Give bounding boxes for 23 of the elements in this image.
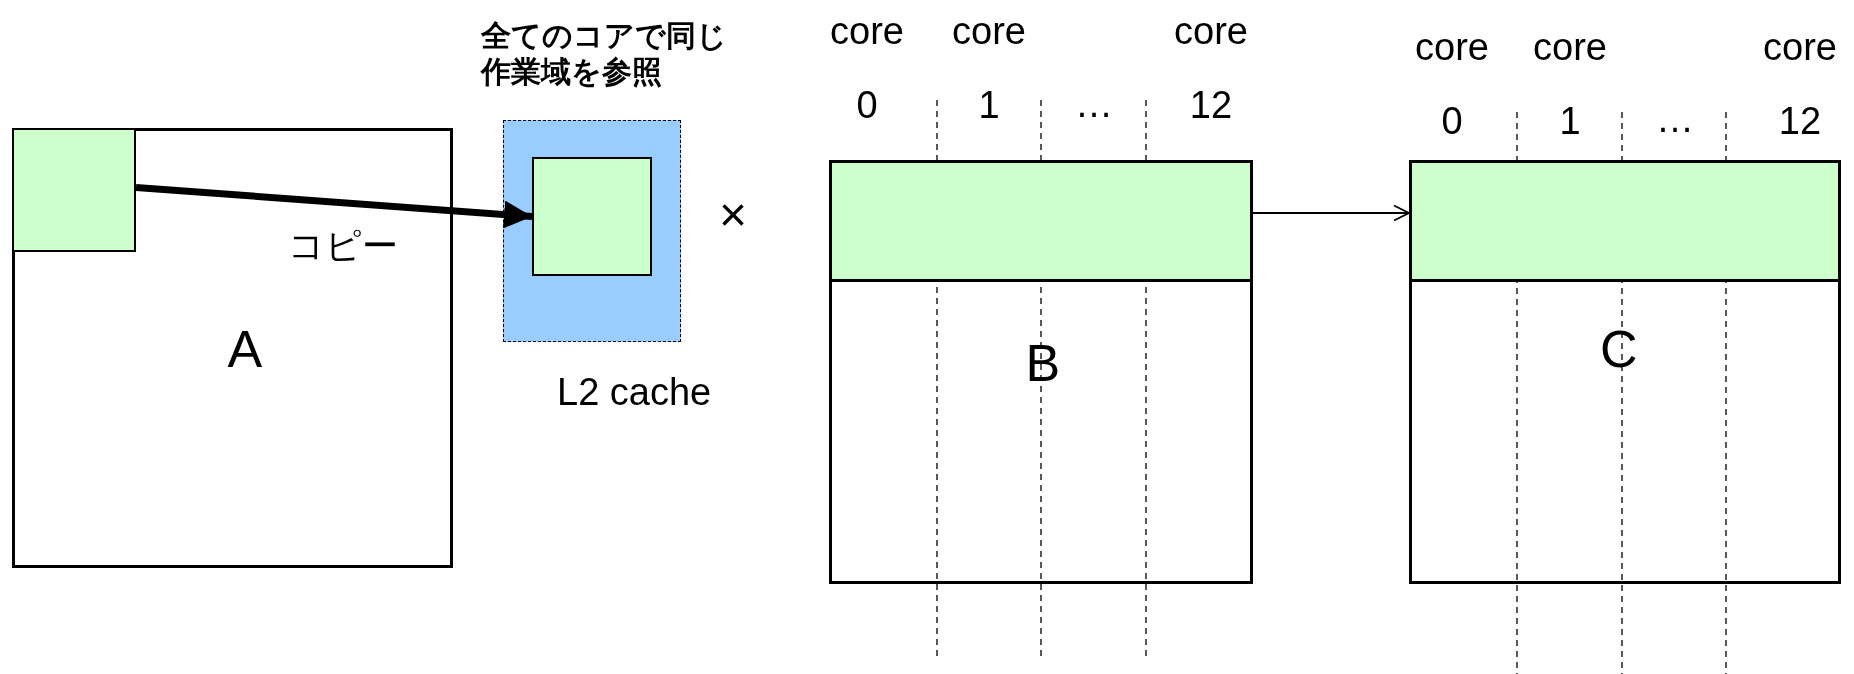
matrix-box	[1409, 160, 1841, 584]
caption-text: L2 cache	[557, 370, 712, 415]
core-label: core 12	[1173, 9, 1249, 128]
matrix-box	[12, 128, 453, 568]
core-label: core 1	[951, 9, 1027, 128]
arrow	[135, 184, 533, 229]
submatrix-block	[12, 128, 136, 252]
matrix-box	[829, 160, 1253, 584]
matrix-letter: A	[227, 319, 263, 380]
core-label: core 1	[1532, 25, 1608, 144]
heading-text: 全てのコアで同じ作業域を参照	[481, 18, 728, 90]
row-band	[829, 160, 1253, 282]
submatrix-block	[531, 156, 652, 276]
core-label: core 12	[1762, 25, 1838, 144]
core-label: core 0	[829, 9, 905, 128]
row-band	[1409, 160, 1841, 282]
core-label: …	[1656, 97, 1694, 142]
arrow	[1252, 204, 1410, 222]
core-label: …	[1075, 82, 1113, 127]
multiply-sign: ×	[719, 187, 748, 243]
core-label: core 0	[1414, 25, 1490, 144]
matrix-letter: B	[1025, 333, 1061, 394]
matrix-letter: C	[1600, 319, 1638, 380]
